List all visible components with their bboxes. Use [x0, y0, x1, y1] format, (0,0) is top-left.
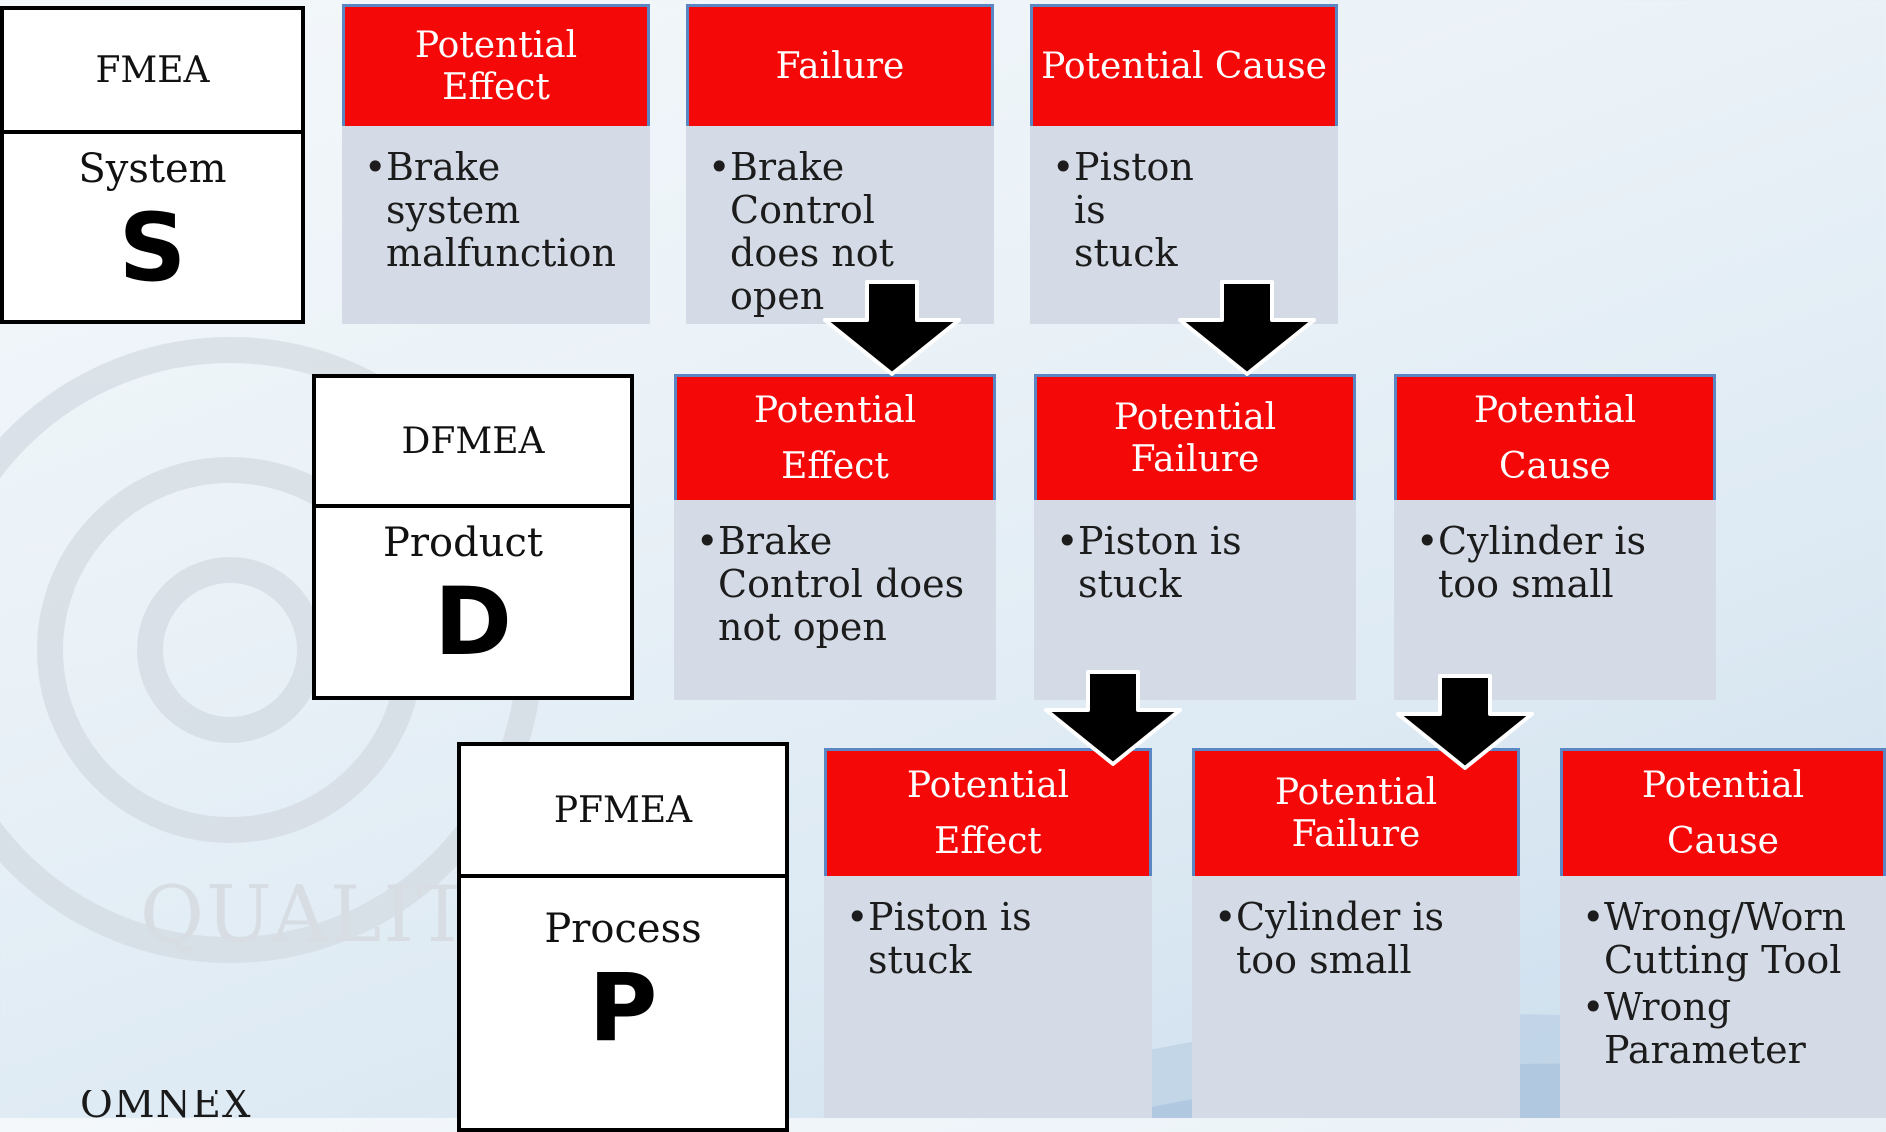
card-header: Potential Effect [342, 4, 650, 126]
bullet-item: •Piston is stuck [1056, 519, 1242, 606]
card-header: Potential Cause [1560, 748, 1886, 876]
down-arrow-icon [1044, 670, 1182, 766]
bullet-item: •Wrong Parameter [1582, 985, 1806, 1072]
down-arrow-icon [823, 280, 961, 376]
card-product-cause: Potential Cause •Cylinder is too small [1394, 374, 1716, 700]
down-arrow-icon [1178, 280, 1316, 376]
card-header: Failure [686, 4, 994, 126]
label-title: PFMEA [461, 746, 785, 878]
card-header: Potential Cause [1394, 374, 1716, 500]
card-header: Potential Failure [1192, 748, 1520, 876]
card-header: Potential Failure [1034, 374, 1356, 500]
watermark-text: QUALIT [140, 870, 471, 960]
label-letter: P [588, 954, 658, 1063]
card-process-effect: Potential Effect •Piston is stuck [824, 748, 1152, 1118]
card-process-cause: Potential Cause •Wrong/Worn Cutting Tool… [1560, 748, 1886, 1118]
label-title: DFMEA [316, 378, 630, 508]
label-box-process: PFMEA Process P [457, 742, 789, 1132]
label-subtitle: System [78, 146, 227, 192]
label-box-system: FMEA System S [0, 6, 305, 324]
card-header: Potential Cause [1030, 4, 1338, 126]
card-header: Potential Effect [824, 748, 1152, 876]
bullet-item: •Brake Control does not open [696, 519, 965, 649]
bullet-item: •Wrong/Worn Cutting Tool [1582, 895, 1846, 982]
brand-logo-text: OMNEX [80, 1090, 252, 1118]
card-system-cause: Potential Cause •Piston is stuck [1030, 4, 1338, 324]
card-system-effect: Potential Effect •Brake system malfuncti… [342, 4, 650, 324]
bullet-item: •Piston is stuck [1052, 145, 1194, 275]
card-system-failure: Failure •Brake Control does not open [686, 4, 994, 324]
bullet-item: •Cylinder is too small [1214, 895, 1445, 982]
down-arrow-icon [1396, 674, 1534, 770]
bullet-item: •Piston is stuck [846, 895, 1032, 982]
card-header: Potential Effect [674, 374, 996, 500]
label-box-product: DFMEA Product D [312, 374, 634, 700]
bullet-item: •Brake system malfunction [364, 145, 616, 275]
bullet-item: •Cylinder is too small [1416, 519, 1647, 606]
label-title: FMEA [4, 10, 301, 134]
card-product-failure: Potential Failure •Piston is stuck [1034, 374, 1356, 700]
card-process-failure: Potential Failure •Cylinder is too small [1192, 748, 1520, 1118]
label-subtitle: Process [544, 906, 702, 952]
label-letter: D [433, 568, 513, 677]
label-letter: S [118, 194, 187, 303]
card-product-effect: Potential Effect •Brake Control does not… [674, 374, 996, 700]
label-subtitle: Product [383, 520, 543, 566]
bullet-item: •Brake Control does not open [708, 145, 894, 318]
